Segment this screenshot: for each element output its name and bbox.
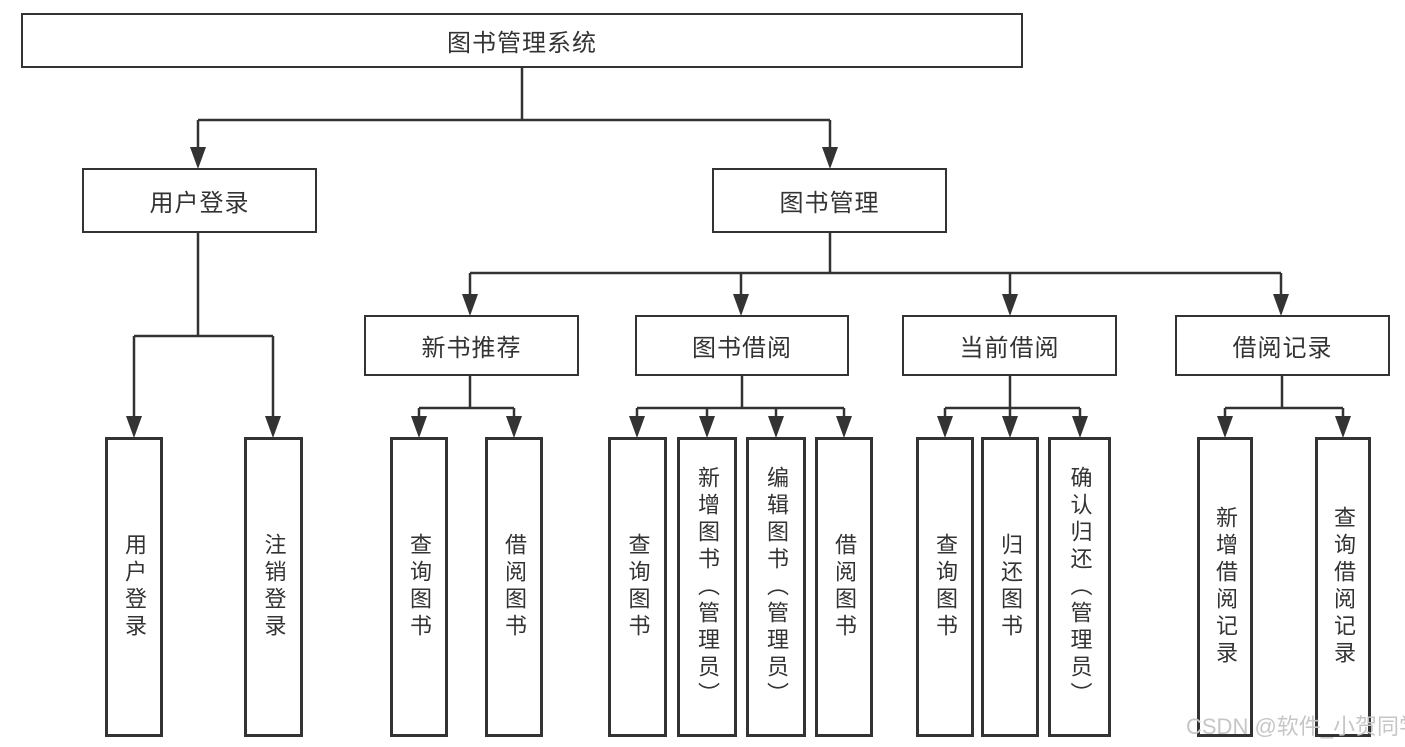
leaf-cb-query-books: 查询图书: [916, 437, 974, 737]
node-book-borrow: 图书借阅: [635, 315, 849, 376]
node-book-mgmt-label: 图书管理: [779, 190, 880, 217]
node-book-mgmt: 图书管理: [712, 168, 947, 233]
leaf-user-login-label: 用户登录: [122, 533, 147, 641]
leaf-bb-edit-books-label: 编辑图书（管理员）: [764, 465, 789, 709]
leaf-bb-edit-books: 编辑图书（管理员）: [746, 437, 806, 737]
leaf-user-login: 用户登录: [105, 437, 163, 737]
leaf-bb-query-books: 查询图书: [608, 437, 667, 737]
node-user-login-label: 用户登录: [149, 190, 250, 217]
node-book-borrow-label: 图书借阅: [692, 335, 792, 362]
leaf-logout: 注销登录: [244, 437, 303, 737]
arrowheads: [126, 147, 1351, 438]
node-borrow-records: 借阅记录: [1175, 315, 1390, 376]
leaf-br-add-record-label: 新增借阅记录: [1213, 506, 1238, 668]
node-root-label: 图书管理系统: [447, 30, 597, 57]
leaf-bb-add-books-label: 新增图书（管理员）: [695, 465, 720, 709]
leaf-rec-borrow-books-label: 借阅图书: [502, 533, 527, 641]
node-current-borrow-label: 当前借阅: [959, 335, 1060, 362]
node-root: 图书管理系统: [21, 13, 1023, 68]
leaf-rec-query-books-label: 查询图书: [407, 533, 432, 641]
leaf-cb-query-books-label: 查询图书: [933, 533, 958, 641]
leaf-br-query-record-label: 查询借阅记录: [1331, 506, 1356, 668]
leaf-cb-confirm-return-label: 确认归还（管理员）: [1067, 465, 1093, 709]
leaf-cb-confirm-return: 确认归还（管理员）: [1048, 437, 1111, 737]
leaf-cb-return-books-label: 归还图书: [998, 533, 1023, 641]
node-new-book-rec: 新书推荐: [364, 315, 579, 376]
leaf-logout-label: 注销登录: [261, 533, 287, 641]
leaf-rec-query-books: 查询图书: [390, 437, 448, 737]
node-user-login: 用户登录: [82, 168, 317, 233]
leaf-bb-add-books: 新增图书（管理员）: [677, 437, 737, 737]
node-borrow-records-label: 借阅记录: [1232, 335, 1333, 362]
leaf-bb-borrow-books: 借阅图书: [815, 437, 873, 737]
leaf-br-query-record: 查询借阅记录: [1315, 437, 1371, 737]
leaf-br-add-record: 新增借阅记录: [1197, 437, 1253, 737]
leaf-cb-return-books: 归还图书: [981, 437, 1039, 737]
leaf-bb-borrow-books-label: 借阅图书: [832, 533, 857, 641]
node-current-borrow: 当前借阅: [902, 315, 1117, 376]
leaf-bb-query-books-label: 查询图书: [625, 533, 651, 641]
node-new-book-rec-label: 新书推荐: [421, 335, 522, 362]
csdn-watermark: CSDN @软件_小贺同学: [1186, 714, 1405, 739]
leaf-rec-borrow-books: 借阅图书: [485, 437, 543, 737]
